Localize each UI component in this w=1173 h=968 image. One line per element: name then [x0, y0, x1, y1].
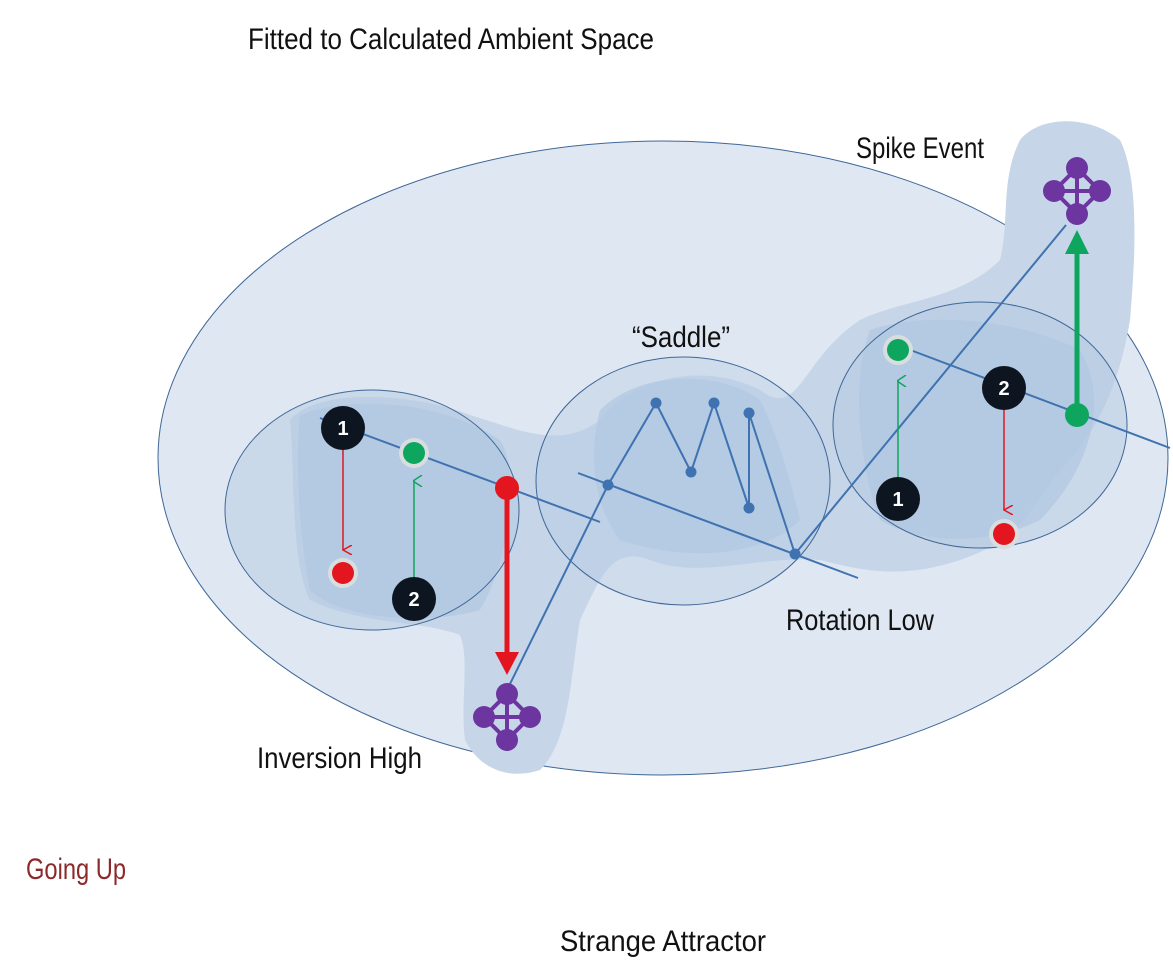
- label-saddle: “Saddle”: [632, 321, 730, 354]
- label-strange-attractor: Strange Attractor: [560, 925, 766, 958]
- right-trend-line: [904, 347, 1171, 449]
- trajectory-nodes: [602, 397, 801, 560]
- attractor-core-blob: [298, 319, 1095, 619]
- diagram-title: Fitted to Calculated Ambient Space: [248, 23, 654, 56]
- right-marker-2: 2: [982, 366, 1026, 410]
- saddle-ellipse: [535, 356, 831, 606]
- svg-text:2: 2: [998, 378, 1009, 400]
- right-marker-1: 1: [876, 477, 920, 521]
- left-marker-2: 2: [392, 577, 436, 621]
- inversion-red-point: [495, 476, 519, 500]
- label-going-up: Going Up: [26, 853, 126, 886]
- inversion-drop-arrowhead: [495, 652, 519, 675]
- label-inversion-high: Inversion High: [257, 742, 422, 775]
- inversion-high-ellipse: [224, 389, 520, 631]
- svg-text:2: 2: [408, 589, 419, 611]
- spike-green-point: [1065, 403, 1089, 427]
- svg-text:1: 1: [337, 418, 348, 440]
- spike-rise-arrowhead: [1065, 230, 1089, 254]
- label-spike-event: Spike Event: [856, 132, 985, 165]
- left-trend-line: [319, 417, 601, 523]
- left-marker-1: 1: [321, 406, 365, 450]
- middle-trend-line: [577, 472, 859, 579]
- label-rotation-low: Rotation Low: [786, 604, 934, 637]
- svg-text:1: 1: [892, 489, 903, 511]
